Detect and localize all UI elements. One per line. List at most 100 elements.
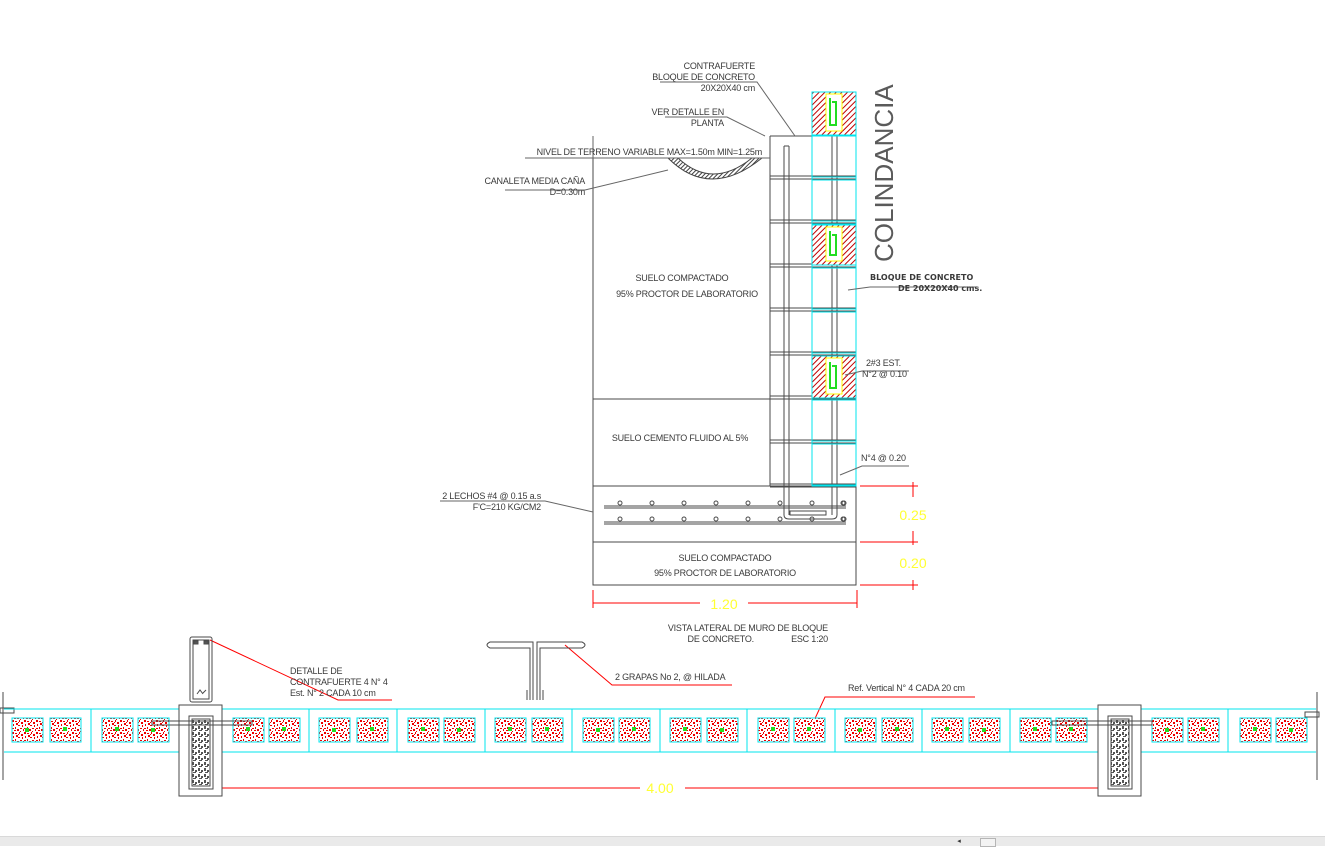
- rebar-dot: [649, 500, 655, 506]
- dimension-lines: [209, 482, 1099, 796]
- rebar-dot: [840, 500, 846, 506]
- block-cell: [356, 717, 389, 743]
- label-see-detail-1: VER DETALLE EN: [651, 107, 724, 117]
- rebar-dot: [745, 516, 751, 522]
- label-vertical-bar: N°4 @ 0.20: [861, 453, 906, 463]
- rebar-dot: [617, 500, 623, 506]
- label-stirrups-1: 2#3 EST.: [866, 358, 901, 368]
- rebar-dot: [332, 728, 336, 732]
- label-block-2: DE 20X20X40 cms.: [898, 284, 982, 293]
- rebar-dot: [681, 516, 687, 522]
- rebar-dot: [617, 516, 623, 522]
- rebar-dot: [809, 500, 815, 506]
- rebar-dot: [713, 516, 719, 522]
- label-view-title-1: VISTA LATERAL DE MURO DE BLOQUE: [668, 623, 828, 633]
- dimension-texts: 0.25 0.20 1.20 4.00: [646, 507, 926, 796]
- leaders: [440, 81, 977, 513]
- label-detail-2: CONTRAFUERTE 4 N° 4: [290, 677, 388, 687]
- rebar-dot: [370, 727, 374, 731]
- edge-marker: [0, 707, 15, 714]
- label-detail-1: DETALLE DE: [290, 666, 343, 676]
- label-compacted-soil-1: SUELO COMPACTADO: [636, 273, 729, 283]
- clip-bar: [151, 720, 253, 726]
- label-base-soil-2: 95% PROCTOR DE LABORATORIO: [654, 568, 796, 578]
- label-ground-level: NIVEL DE TERRENO VARIABLE MAX=1.50m MIN=…: [537, 147, 762, 157]
- rebar-dot: [840, 516, 846, 522]
- half-round-gutter: [666, 157, 764, 180]
- dim-base-height: 0.20: [899, 555, 926, 571]
- rebar-dot: [596, 728, 600, 732]
- rebar-dot: [713, 500, 719, 506]
- buttress-detail: [189, 636, 213, 703]
- rebar-dot: [809, 516, 815, 522]
- rebar-dot: [25, 728, 29, 732]
- rebar-dot: [1289, 728, 1293, 732]
- rebar-dot: [777, 500, 783, 506]
- rebar-dot: [1069, 727, 1073, 731]
- label-block-1: BLOQUE DE CONCRETO: [870, 273, 973, 282]
- edge-marker: [1304, 711, 1320, 718]
- label-gutter-2: D=0.30m: [550, 187, 585, 197]
- rebar-dot: [858, 728, 862, 732]
- footing-rebar: [604, 500, 847, 525]
- rebar-dot: [632, 727, 636, 731]
- rebar-dot: [246, 727, 250, 731]
- rebar-dot: [151, 728, 155, 732]
- label-soil-cement: SUELO CEMENTO FLUIDO AL 5%: [612, 433, 749, 443]
- dim-buttress-spacing: 4.00: [646, 780, 673, 796]
- rebar-dot: [282, 727, 286, 731]
- rebar-dot: [895, 727, 899, 731]
- label-buttress-1: CONTRAFUERTE: [684, 61, 756, 71]
- buttress-core: [1107, 715, 1133, 790]
- stirrup-icon: [829, 362, 837, 389]
- rebar-dot: [649, 516, 655, 522]
- dim-footing-width: 1.20: [710, 596, 737, 612]
- rebar-dot: [1253, 727, 1257, 731]
- buttress-column: [1097, 704, 1142, 797]
- block-cell: [931, 717, 964, 743]
- rebar-dot: [807, 727, 811, 731]
- label-buttress-2: BLOQUE DE CONCRETO: [652, 72, 755, 82]
- scroll-left-icon[interactable]: ◂: [957, 838, 961, 845]
- rebar-dot: [63, 727, 67, 731]
- block-joints: [770, 175, 856, 488]
- clip-detail: [486, 641, 586, 700]
- label-view-scale: ESC 1:20: [791, 634, 828, 644]
- dim-footing-height: 0.25: [899, 507, 926, 523]
- rebar-dot: [508, 727, 512, 731]
- block-column-outline: [811, 91, 857, 487]
- label-detail-3: Est. N° 2 CADA 10 cm: [290, 688, 376, 698]
- label-buttress-3: 20X20X40 cm: [701, 83, 755, 93]
- buttress-core-fill: [1110, 718, 1130, 787]
- rebar-dot: [457, 728, 461, 732]
- rebar-dot: [421, 727, 425, 731]
- label-base-soil-1: SUELO COMPACTADO: [679, 553, 772, 563]
- rebar-dot: [683, 727, 687, 731]
- rebar-dot: [545, 727, 549, 731]
- annotations: CONTRAFUERTE BLOQUE DE CONCRETO 20X20X40…: [290, 61, 982, 698]
- scrollbar-thumb[interactable]: [980, 838, 996, 847]
- rebar-dot: [1033, 727, 1037, 731]
- rebar-dot: [745, 500, 751, 506]
- rebar-dot: [115, 727, 119, 731]
- label-see-detail-2: PLANTA: [691, 118, 724, 128]
- stirrup-icon: [829, 98, 837, 126]
- base-compacted-soil: [592, 541, 857, 586]
- label-footing-bars-1: 2 LECHOS #4 @ 0.15 a.s: [442, 491, 541, 501]
- clip-bar: [1051, 720, 1153, 726]
- rebar-dot: [777, 516, 783, 522]
- rebar-dot: [982, 728, 986, 732]
- label-vertical-ref: Ref. Vertical N° 4 CADA 20 cm: [848, 683, 965, 693]
- buttress-cells: [811, 91, 857, 399]
- buttress-column: [178, 704, 223, 797]
- footing: [592, 485, 857, 543]
- buttress-core: [188, 715, 214, 790]
- wall-section: [592, 92, 857, 586]
- rebar-dot: [945, 727, 949, 731]
- plan-strip: [0, 692, 1320, 797]
- rebar-dot: [1201, 727, 1205, 731]
- label-stirrups-2: N°2 @ 0.10: [862, 369, 907, 379]
- label-compacted-soil-2: 95% PROCTOR DE LABORATORIO: [616, 289, 758, 299]
- label-footing-bars-2: F'C=210 KG/CM2: [473, 502, 541, 512]
